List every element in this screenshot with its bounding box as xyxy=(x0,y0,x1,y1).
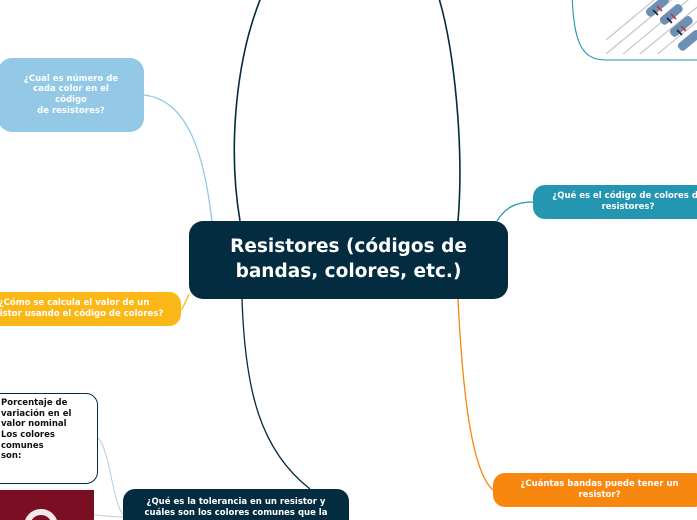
connector-top-right xyxy=(438,0,460,221)
subtopic-percent-note[interactable]: Porcentaje de variación en el valor nomi… xyxy=(0,393,98,484)
connector-image xyxy=(94,515,123,517)
branch-tolerance-text: ¿Qué es la tolerancia en un resistor y c… xyxy=(145,497,328,518)
ring-icon xyxy=(24,509,58,520)
connector-color-number xyxy=(144,95,212,222)
connector-calculate xyxy=(181,294,189,310)
connector-tolerance xyxy=(242,299,310,489)
branch-calculate-text: ¿Cómo se calcula el valor de un resistor… xyxy=(0,298,169,319)
central-topic-text: Resistores (códigos de bandas, colores, … xyxy=(230,235,467,285)
subtopic-percent-note-text: Porcentaje de variación en el valor nomi… xyxy=(1,398,89,462)
connector-bands xyxy=(458,299,493,490)
branch-what-is-code[interactable]: ¿Qué es el código de colores de resistor… xyxy=(533,185,697,219)
branch-bands-text: ¿Cuántas bandas puede tener un resistor? xyxy=(520,479,678,500)
connector-what-is xyxy=(497,202,533,221)
branch-tolerance[interactable]: ¿Qué es la tolerancia en un resistor y c… xyxy=(123,489,349,520)
branch-bands[interactable]: ¿Cuántas bandas puede tener un resistor? xyxy=(493,473,697,507)
branch-color-number[interactable]: ¿Cual es número de cada color en el códi… xyxy=(0,58,144,132)
central-topic-node[interactable]: Resistores (códigos de bandas, colores, … xyxy=(189,221,508,299)
connector-top-left xyxy=(234,0,262,221)
resistor-photo xyxy=(606,0,697,54)
connector-percent xyxy=(98,438,123,515)
branch-what-is-code-text: ¿Qué es el código de colores de resistor… xyxy=(543,191,697,212)
branch-calculate[interactable]: ¿Cómo se calcula el valor de un resistor… xyxy=(0,292,181,326)
branch-color-number-text: ¿Cual es número de cada color en el códi… xyxy=(18,74,124,117)
maroon-ring-image xyxy=(0,490,94,520)
